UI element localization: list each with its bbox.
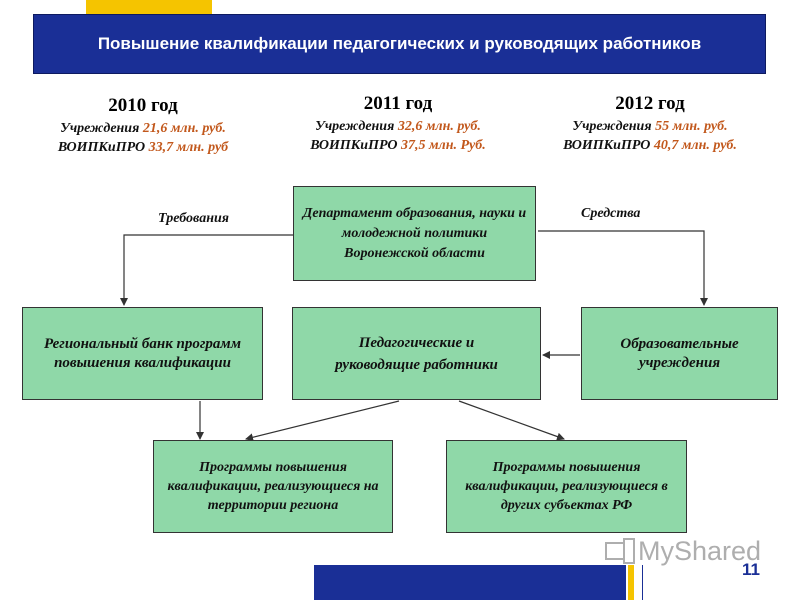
voipk-line: ВОИПКиПРО 37,5 млн. Руб. (310, 138, 486, 153)
year-title: 2010 год (108, 95, 178, 116)
bottom-accent-stripe (628, 565, 634, 600)
bottom-divider (642, 565, 643, 600)
year-title: 2011 год (363, 93, 433, 114)
watermark-logo-icon (605, 537, 635, 564)
top-accent-bar (86, 0, 212, 14)
bottom-accent-bar (314, 565, 626, 600)
arrow-teachers-to-programs-other (458, 400, 565, 441)
funding-2012: 2012 год Учреждения 55 млн. руб. ВОИПКиП… (532, 94, 768, 155)
arrow-requirements (120, 234, 293, 306)
page-number: 11 (742, 560, 760, 579)
label-funds: Средства (581, 206, 641, 221)
label-requirements: Требования (158, 211, 229, 226)
watermark: MyShared (604, 536, 761, 567)
institutions-line: Учреждения 55 млн. руб. (572, 119, 728, 134)
department-box: Департамент образования, науки и молодеж… (293, 186, 536, 281)
institutions-line: Учреждения 32,6 млн. руб. (315, 119, 481, 134)
regional-bank-box: Региональный банк программ повышения ква… (22, 307, 263, 400)
arrow-teachers-to-programs-region (245, 400, 400, 442)
programs-other-box: Программы повышения квалификации, реализ… (446, 440, 687, 533)
teachers-box: Педагогические и руководящие работники (292, 307, 541, 400)
arrow-funds (538, 230, 708, 306)
institutions-box: Образовательные учреждения (581, 307, 778, 400)
year-title: 2012 год (615, 93, 685, 114)
programs-region-box: Программы повышения квалификации, реализ… (153, 440, 393, 533)
institutions-line: Учреждения 21,6 млн. руб. (60, 121, 226, 136)
voipk-line: ВОИПКиПРО 33,7 млн. руб (57, 140, 229, 155)
voipk-line: ВОИПКиПРО 40,7 млн. руб. (563, 138, 737, 153)
funding-2010: 2010 год Учреждения 21,6 млн. руб. ВОИПК… (30, 96, 256, 157)
funding-2011: 2011 год Учреждения 32,6 млн. руб. ВОИПК… (280, 94, 516, 155)
page-title: Повышение квалификации педагогических и … (33, 14, 766, 74)
